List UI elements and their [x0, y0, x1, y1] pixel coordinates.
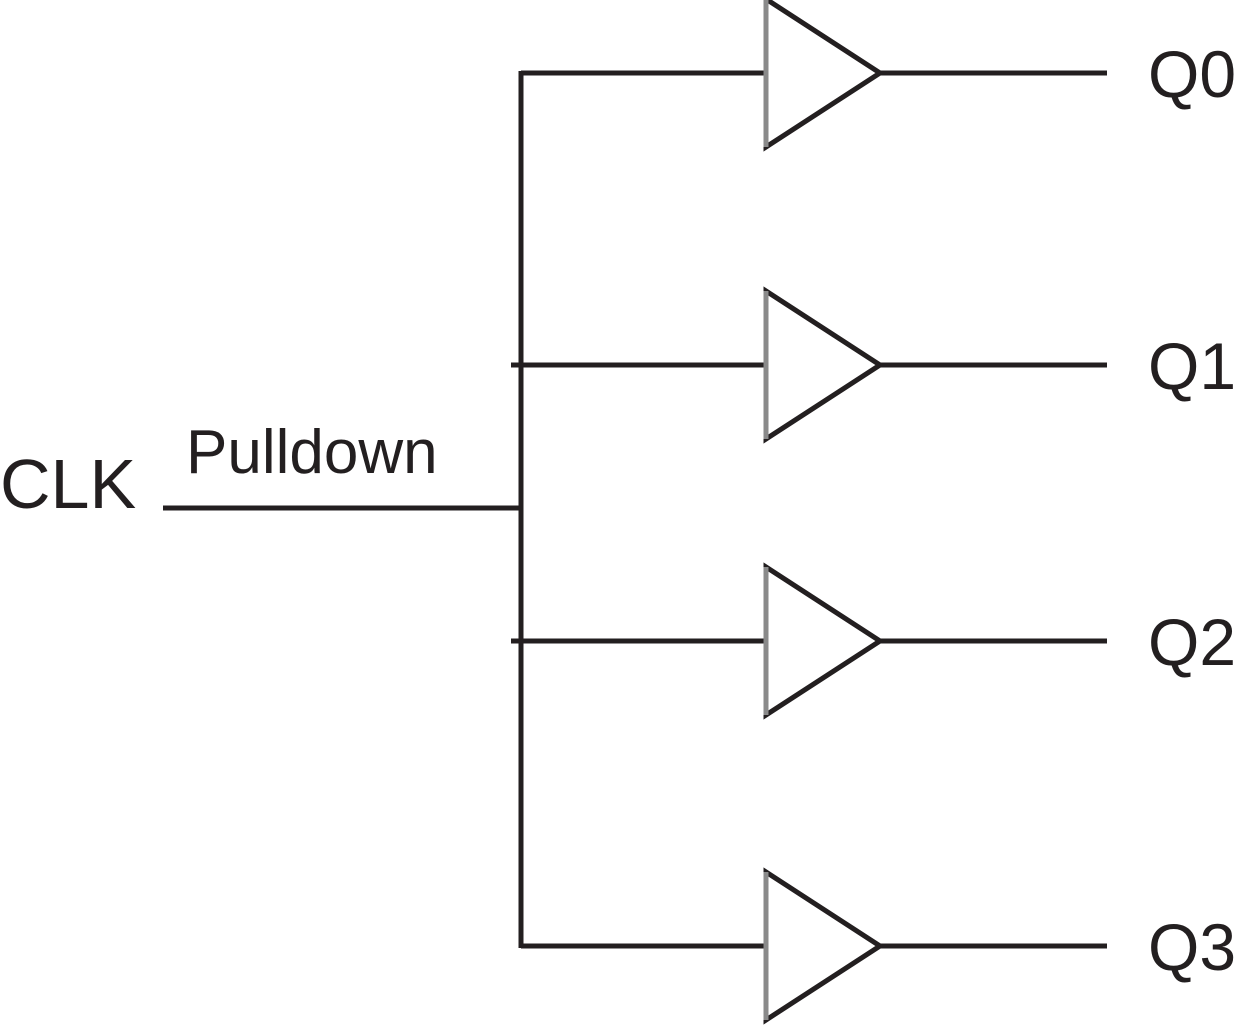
net-label: Pulldown — [186, 418, 438, 487]
output-label-q0: Q0 — [1148, 37, 1236, 111]
buffer-triangle-icon — [763, 286, 885, 444]
buffer-branch-q2: Q2 — [511, 562, 1236, 720]
buffer-triangle-icon — [763, 562, 885, 720]
buffer-branch-q1: Q1 — [511, 286, 1236, 444]
buffer-triangle-icon — [763, 0, 885, 152]
input-signal-label: CLK — [0, 445, 136, 523]
output-label-q3: Q3 — [1148, 910, 1236, 984]
buffer-branch-q3: Q3 — [521, 867, 1236, 1025]
buffer-branch-q0: Q0 — [521, 0, 1236, 152]
output-label-q2: Q2 — [1148, 605, 1236, 679]
buffer-triangle-icon — [763, 867, 885, 1025]
output-label-q1: Q1 — [1148, 329, 1236, 403]
